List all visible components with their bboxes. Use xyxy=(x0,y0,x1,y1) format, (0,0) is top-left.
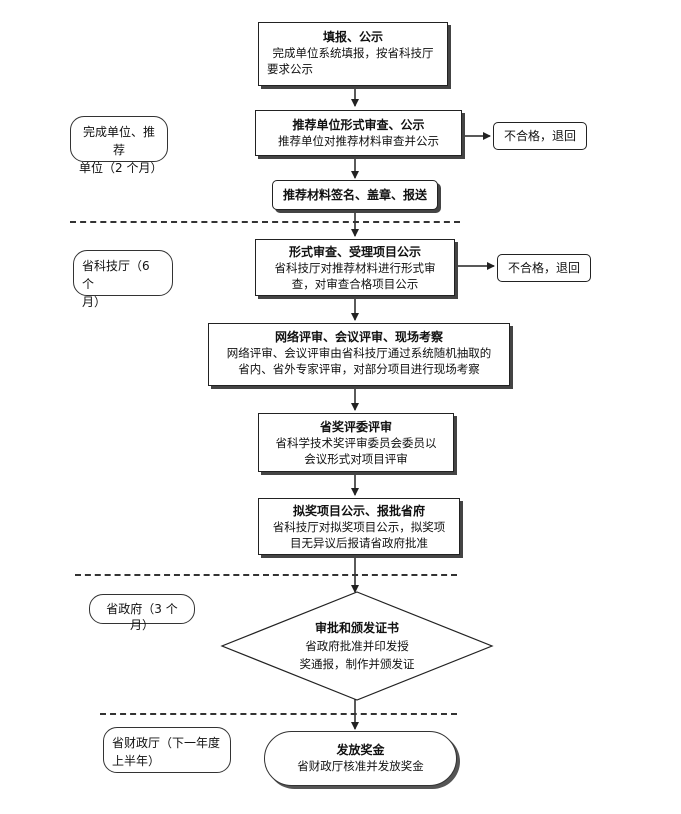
step-issue-bonus: 发放奖金 省财政厅核准并发放奖金 xyxy=(264,731,457,786)
step-committee-review: 省奖评委评审 省科学技术奖评审委员会委员以 会议形式对项目评审 xyxy=(258,413,454,472)
step-title: 省奖评委评审 xyxy=(319,420,392,434)
step-desc-line: 省内、省外专家评审，对部分项目进行现场考察 xyxy=(238,362,480,376)
stage-label-line: 单位（2 个月） xyxy=(79,161,163,175)
step-desc-line: 奖通报，制作并颁发证 xyxy=(299,657,415,671)
step-recommender-review: 推荐单位形式审查、公示 推荐单位对推荐材料审查并公示 xyxy=(255,110,462,156)
step-desc-line: 网络评审、会议评审由省科技厅通过系统随机抽取的 xyxy=(226,346,492,360)
reject-label: 不合格，退回 xyxy=(507,261,580,275)
step-fill-publicize: 填报、公示 完成单位系统填报，按省科技厅 要求公示 xyxy=(258,22,448,86)
stage-label-line: 省财政厅（下一年度 xyxy=(112,736,221,750)
stage-label-sti-dept: 省科技厅（6 个 月） xyxy=(73,250,173,309)
step-desc-line: 推荐单位对推荐材料审查并公示 xyxy=(278,134,439,148)
reject-box-1: 不合格，退回 xyxy=(493,122,587,150)
reject-label: 不合格，退回 xyxy=(503,129,576,143)
step-title: 推荐材料签名、盖章、报送 xyxy=(282,188,427,202)
diamond-shape xyxy=(220,591,494,701)
step-approve-certify: 审批和颁发证书 省政府批准并印发授 奖通报，制作并颁发证 xyxy=(267,619,447,673)
step-desc-line: 会议形式对项目评审 xyxy=(304,452,408,466)
step-desc-line: 要求公示 xyxy=(267,62,313,76)
stage-label-recommend: 完成单位、推荐 单位（2 个月） xyxy=(70,116,168,175)
step-desc-line: 省科学技术奖评审委员会委员以 xyxy=(275,436,437,450)
step-desc-line: 省科技厅对拟奖项目公示，拟奖项 xyxy=(272,520,446,534)
step-title: 形式审查、受理项目公示 xyxy=(288,245,421,259)
step-title: 审批和颁发证书 xyxy=(314,621,399,635)
step-desc-line: 省财政厅核准并发放奖金 xyxy=(297,759,424,773)
stage-label-finance-dept: 省财政厅（下一年度 上半年） xyxy=(103,727,231,773)
stage-label-line: 完成单位、推荐 xyxy=(82,125,155,157)
stage-label-line: 上半年） xyxy=(112,754,161,768)
stage-label-line: 月） xyxy=(82,295,107,309)
stage-divider-1 xyxy=(70,221,460,223)
step-desc-line: 目无异议后报请省政府批准 xyxy=(290,536,428,550)
step-title: 推荐单位形式审查、公示 xyxy=(292,118,425,132)
stage-label-line: 省政府（3 个月） xyxy=(106,602,178,632)
step-desc-line: 查，对审查合格项目公示 xyxy=(291,277,419,291)
reject-box-2: 不合格，退回 xyxy=(497,254,591,282)
step-proposed-award-publicize: 拟奖项目公示、报批省府 省科技厅对拟奖项目公示，拟奖项 目无异议后报请省政府批准 xyxy=(258,498,460,555)
stage-label-line: 省科技厅（6 个 xyxy=(82,259,150,291)
step-title: 发放奖金 xyxy=(336,743,385,757)
step-expert-review: 网络评审、会议评审、现场考察 网络评审、会议评审由省科技厅通过系统随机抽取的 省… xyxy=(208,323,510,386)
step-sign-seal-submit: 推荐材料签名、盖章、报送 xyxy=(272,180,438,210)
step-title: 填报、公示 xyxy=(322,30,383,44)
step-title: 网络评审、会议评审、现场考察 xyxy=(274,330,443,344)
step-desc-line: 完成单位系统填报，按省科技厅 xyxy=(272,46,434,60)
stage-label-province-gov: 省政府（3 个月） xyxy=(89,594,195,632)
stage-divider-3 xyxy=(100,713,457,715)
step-formal-review: 形式审查、受理项目公示 省科技厅对推荐材料进行形式审 查，对审查合格项目公示 xyxy=(255,239,455,296)
stage-divider-2 xyxy=(75,574,457,576)
step-desc-line: 省科技厅对推荐材料进行形式审 xyxy=(274,261,436,275)
step-desc-line: 省政府批准并印发授 xyxy=(305,639,409,653)
step-title: 拟奖项目公示、报批省府 xyxy=(292,504,425,518)
